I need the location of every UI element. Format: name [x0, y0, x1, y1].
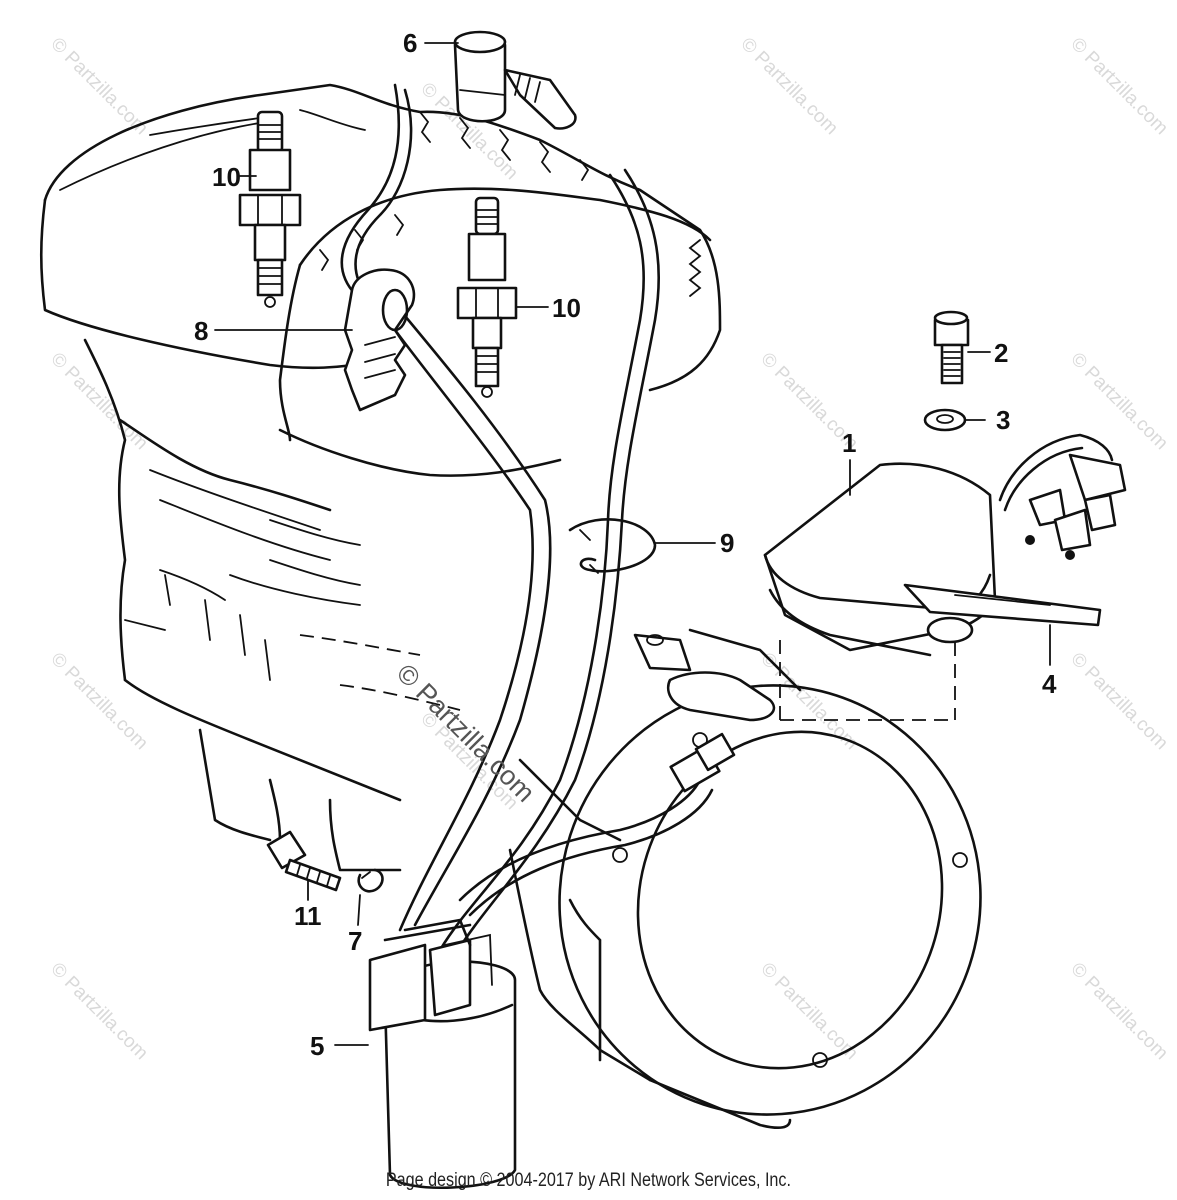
ignition-wires — [340, 83, 736, 957]
center-watermark: © Partzilla.com — [391, 658, 541, 808]
watermark-text: © Partzilla.com — [1066, 649, 1171, 754]
watermark-text: © Partzilla.com — [46, 349, 151, 454]
part-label-4: 4 — [1042, 669, 1057, 699]
spark-plug-cap — [453, 30, 577, 130]
watermark-layer: © Partzilla.com © Partzilla.com © Partzill… — [46, 34, 1171, 1094]
part-label-10b: 10 — [552, 293, 581, 323]
part-label-1: 1 — [842, 428, 856, 458]
watermark-text: © Partzilla.com — [1066, 34, 1171, 139]
ignition-coil — [368, 918, 517, 1189]
voltage-regulator — [763, 433, 1127, 657]
wire-clip — [568, 518, 657, 574]
lock-washer-7 — [357, 868, 384, 893]
spark-plug-left — [238, 110, 302, 308]
watermark-text: © Partzilla.com — [756, 959, 861, 1064]
watermark-text: © Partzilla.com — [1066, 959, 1171, 1064]
bolt-2 — [933, 310, 970, 385]
engine-illustration — [39, 83, 982, 1130]
bolt-11 — [266, 830, 342, 892]
part-label-10a: 10 — [212, 162, 241, 192]
wire-grommet — [343, 268, 416, 412]
part-label-6: 6 — [403, 28, 417, 58]
part-label-3: 3 — [996, 405, 1010, 435]
part-label-8: 8 — [194, 316, 208, 346]
page-footer: Page design © 2004-2017 by ARI Network S… — [385, 1170, 791, 1191]
part-label-11: 11 — [294, 901, 322, 931]
watermark-text: © Partzilla.com — [736, 34, 841, 139]
washer-3 — [923, 408, 967, 432]
spark-plug-right — [456, 196, 518, 398]
watermark-text: © Partzilla.com — [46, 34, 151, 139]
watermark-text: © Partzilla.com — [1066, 349, 1171, 454]
part-labels: 1 2 3 4 5 6 7 8 9 10 10 11 — [194, 28, 1057, 1061]
part-label-2: 2 — [994, 338, 1008, 368]
part-label-5: 5 — [310, 1031, 324, 1061]
part-label-7: 7 — [348, 926, 362, 956]
watermark-text: © Partzilla.com — [46, 649, 151, 754]
leader-lines — [214, 42, 1051, 1046]
part-label-9: 9 — [720, 528, 734, 558]
watermark-text: © Partzilla.com — [46, 959, 151, 1064]
